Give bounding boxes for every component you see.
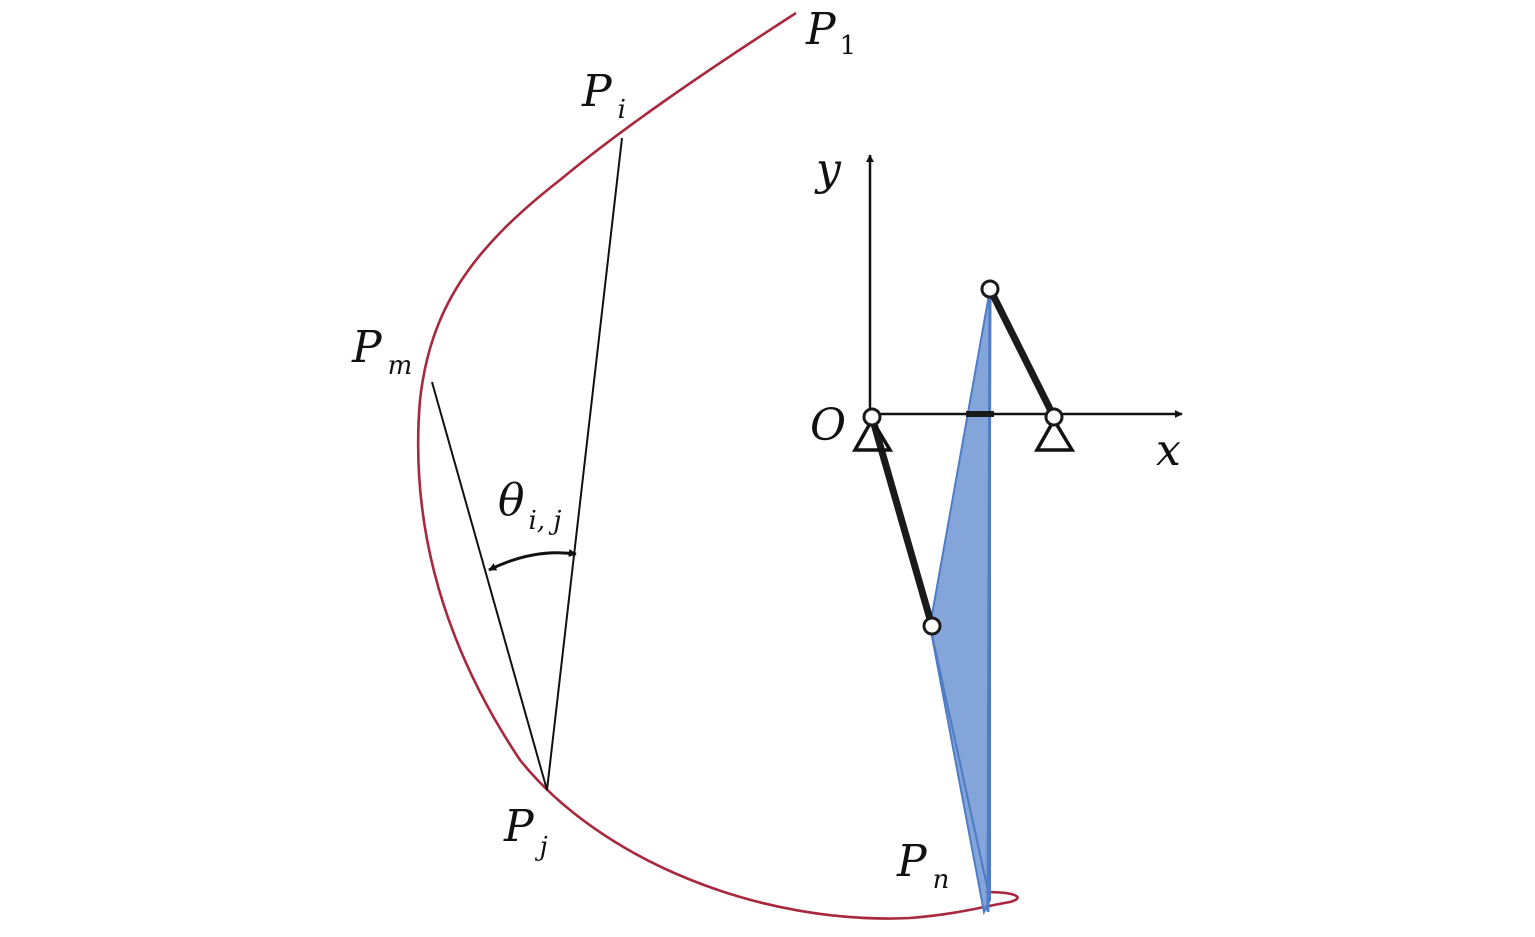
ground-support-left-icon (851, 416, 894, 452)
trajectory-curve (416, 11, 1019, 920)
crank-link (868, 413, 936, 630)
joint-ground-right (1044, 407, 1064, 427)
label-origin: O (810, 400, 846, 451)
rocker-link (986, 285, 1058, 421)
label-x-axis: x (1156, 425, 1181, 476)
ground-support-right-icon (1033, 416, 1076, 452)
chord-pm-pj (431, 381, 548, 791)
joint-origin (862, 407, 882, 427)
joint-coupler-top (980, 279, 1000, 299)
joint-crank-end (922, 616, 942, 636)
coupler-edge (986, 288, 992, 913)
chord-pi-pj (546, 137, 623, 791)
label-y-axis: y (814, 144, 842, 195)
coupler-triangle-upper (928, 288, 991, 901)
angle-arc-theta (488, 549, 577, 572)
